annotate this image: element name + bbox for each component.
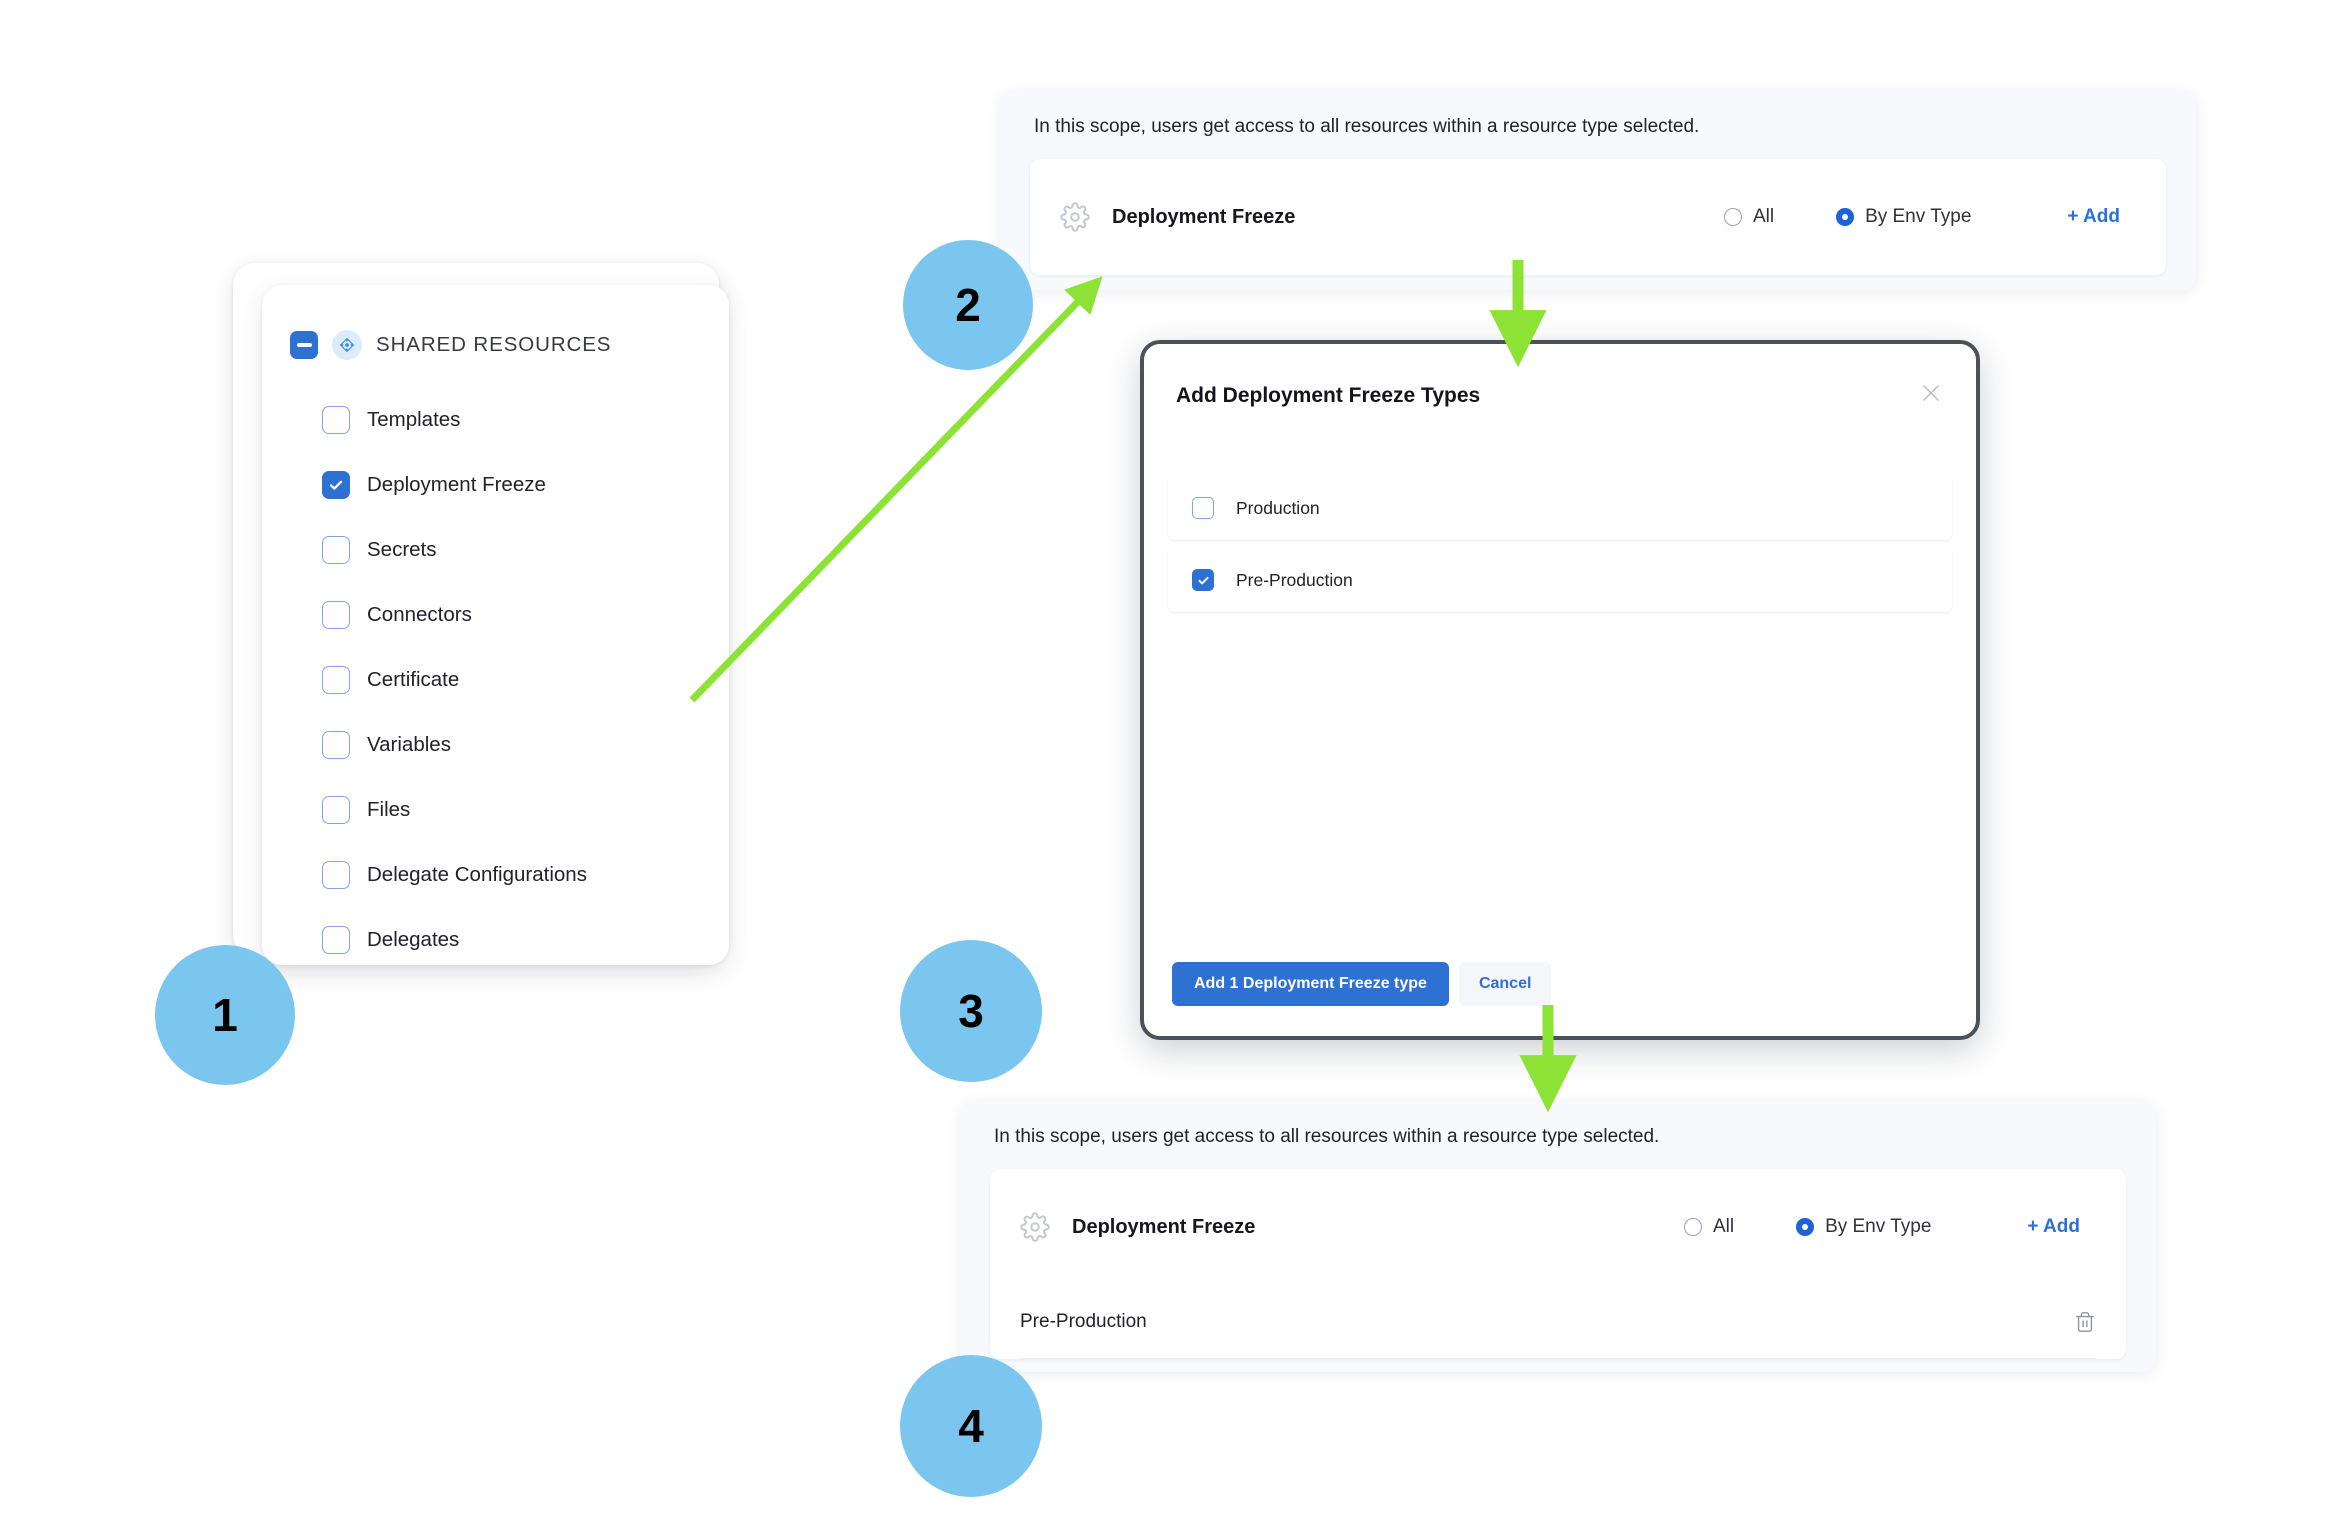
resource-type-title-after: Deployment Freeze: [1072, 1215, 1256, 1238]
radio-by-env-type-after[interactable]: By Env Type: [1796, 1216, 1931, 1238]
resource-type-label: Files: [367, 797, 411, 821]
radio-by-env-type-before[interactable]: By Env Type: [1836, 206, 1971, 228]
radio-by-env-type-label: By Env Type: [1825, 1216, 1932, 1237]
radio-all-after[interactable]: All: [1683, 1216, 1735, 1238]
resource-type-label: Certificate: [367, 667, 460, 691]
resource-type-checkbox[interactable]: [322, 730, 350, 759]
freeze-type-item[interactable]: Pre-Production: [1168, 548, 1952, 612]
shared-resources-icon: [332, 330, 362, 360]
selected-env-type-label: Pre-Production: [1020, 1310, 1147, 1332]
resource-type-checkbox[interactable]: [322, 600, 350, 629]
resource-type-row[interactable]: Delegates: [262, 907, 729, 965]
resource-type-label: Delegate Configurations: [367, 862, 587, 886]
scope-note-after: In this scope, users get access to all r…: [994, 1126, 1660, 1147]
resource-type-label: Deployment Freeze: [367, 472, 546, 496]
resource-type-checkbox[interactable]: [322, 795, 350, 824]
radio-by-env-type-label: By Env Type: [1865, 206, 1972, 227]
trash-icon[interactable]: [2074, 1311, 2096, 1333]
resource-type-row[interactable]: Secrets: [262, 517, 729, 582]
radio-all-label: All: [1752, 206, 1775, 227]
gear-icon: [1060, 202, 1090, 232]
freeze-type-checkbox[interactable]: [1192, 569, 1214, 591]
resource-type-label: Secrets: [367, 537, 437, 561]
freeze-type-item[interactable]: Production: [1168, 476, 1952, 540]
add-button-before[interactable]: + Add: [2067, 206, 2120, 227]
radio-all-indicator[interactable]: [1723, 208, 1742, 226]
resource-type-card-before: Deployment Freeze All By Env Type + Add: [1030, 159, 2166, 275]
shared-resources-checkbox[interactable]: [290, 331, 318, 359]
step-badge-2: 2: [903, 240, 1033, 370]
resource-type-row[interactable]: Files: [262, 777, 729, 842]
resource-type-label: Templates: [367, 407, 461, 431]
radio-all-indicator[interactable]: [1683, 1218, 1702, 1236]
scope-panel-after: In this scope, users get access to all r…: [960, 1100, 2156, 1372]
resource-type-label: Delegates: [367, 927, 460, 951]
scope-panel-before: In this scope, users get access to all r…: [1000, 90, 2196, 290]
resource-type-checkbox[interactable]: [322, 925, 350, 954]
tree-header-label: SHARED RESOURCES: [376, 333, 612, 356]
resource-type-row[interactable]: Certificate: [262, 647, 729, 712]
resource-type-checkbox[interactable]: [322, 405, 350, 434]
resource-type-label: Connectors: [367, 602, 472, 626]
close-icon[interactable]: [1914, 376, 1948, 410]
resource-type-checkbox[interactable]: [322, 470, 350, 499]
resource-type-title-before: Deployment Freeze: [1112, 205, 1296, 228]
resource-type-card-after: Deployment Freeze All By Env Type + Add …: [990, 1169, 2126, 1359]
modal-title: Add Deployment Freeze Types: [1176, 384, 1481, 407]
resource-type-row[interactable]: Connectors: [262, 582, 729, 647]
add-button-after[interactable]: + Add: [2027, 1216, 2080, 1237]
gear-icon: [1020, 1212, 1050, 1242]
radio-by-env-type-indicator[interactable]: [1836, 208, 1855, 226]
radio-all-label: All: [1712, 1216, 1735, 1237]
step-badge-4: 4: [900, 1355, 1042, 1497]
scope-note-before: In this scope, users get access to all r…: [1034, 116, 1700, 137]
resource-type-checkbox[interactable]: [322, 535, 350, 564]
arrow-tree-to-scope: [689, 276, 1103, 703]
resource-type-row[interactable]: Variables: [262, 712, 729, 777]
freeze-type-label: Production: [1236, 497, 1320, 518]
resource-type-checkbox[interactable]: [322, 665, 350, 694]
step-badge-1: 1: [155, 945, 295, 1085]
freeze-type-label: Pre-Production: [1236, 569, 1353, 590]
tree-header-row[interactable]: SHARED RESOURCES: [262, 325, 729, 365]
resource-type-row[interactable]: Templates: [262, 387, 729, 452]
selected-env-type-row: Pre-Production: [1020, 1285, 2096, 1359]
radio-all-before[interactable]: All: [1723, 206, 1775, 228]
add-freeze-type-button[interactable]: Add 1 Deployment Freeze type: [1172, 962, 1449, 1006]
cancel-button[interactable]: Cancel: [1458, 962, 1552, 1006]
step-badge-3: 3: [900, 940, 1042, 1082]
resource-type-row[interactable]: Delegate Configurations: [262, 842, 729, 907]
resource-type-label: Variables: [367, 732, 451, 756]
freeze-type-checkbox[interactable]: [1192, 497, 1214, 519]
radio-by-env-type-indicator[interactable]: [1796, 1218, 1815, 1236]
resource-type-checkbox[interactable]: [322, 860, 350, 889]
resource-type-row[interactable]: Deployment Freeze: [262, 452, 729, 517]
